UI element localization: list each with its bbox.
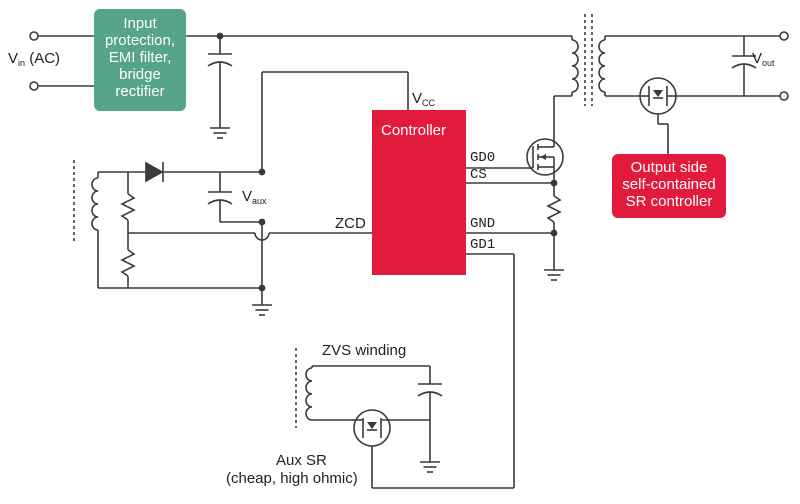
- vout-terminal-bottom: [779, 91, 789, 101]
- transformer-secondary-winding: [598, 35, 744, 97]
- aux-sr-label-line-1: Aux SR: [276, 452, 327, 469]
- aux-sr-label-line-2: (cheap, high ohmic): [226, 470, 358, 487]
- ground-symbol-zvs: [420, 461, 440, 473]
- diode-symbol: [145, 161, 262, 183]
- ground-symbol-input: [210, 127, 230, 139]
- junction-divider: [258, 284, 266, 292]
- divider-resistors-symbol: [98, 172, 262, 289]
- controller-block: Controller: [372, 110, 466, 275]
- zcd-label: ZCD: [335, 215, 366, 232]
- zcd-wire: [128, 232, 372, 241]
- zvs-capacitor-symbol: [417, 366, 443, 462]
- input-block-line-5: rectifier: [115, 83, 165, 100]
- controller-title: Controller: [381, 122, 447, 139]
- pin-gnd: GND: [470, 216, 496, 232]
- junction-cs: [550, 179, 558, 187]
- output-sr-mosfet-symbol: [639, 77, 677, 154]
- junction-gnd: [550, 229, 558, 237]
- transformer-primary-winding: [553, 36, 579, 138]
- output-sr-controller-block: Output side self-contained SR controller: [612, 154, 726, 218]
- pin-gd1: GD1: [470, 237, 496, 253]
- input-block-line-4: bridge: [119, 66, 161, 83]
- vcc-label: VCC: [412, 90, 436, 108]
- junction-aux-ground: [258, 218, 266, 226]
- input-block-line-1: Input: [123, 15, 157, 32]
- aux-winding-symbol: [91, 172, 99, 288]
- vin-terminal-bottom: [29, 81, 39, 91]
- sense-resistor-symbol: [546, 178, 562, 270]
- output-sr-line-2: self-contained: [622, 176, 716, 193]
- vaux-label: Vaux: [242, 188, 267, 206]
- vaux-capacitor-symbol: [207, 172, 262, 223]
- junction-vcc: [258, 168, 266, 176]
- zvs-winding-label: ZVS winding: [322, 342, 407, 359]
- junction-bulk-cap: [216, 32, 224, 40]
- vout-label: Vout: [752, 50, 775, 68]
- output-sr-line-1: Output side: [630, 159, 708, 176]
- transformer-core: [584, 14, 593, 106]
- aux-sr-mosfet-symbol: [352, 409, 430, 447]
- ground-symbol-controller: [544, 269, 564, 281]
- pin-cs: CS: [470, 167, 487, 183]
- input-block-line-3: EMI filter,: [108, 49, 172, 66]
- output-sr-line-3: SR controller: [625, 193, 713, 210]
- vin-terminal-top: [29, 31, 39, 41]
- output-capacitor-symbol: [731, 36, 757, 96]
- vin-label: Vin (AC): [8, 50, 61, 68]
- pin-gd0: GD0: [470, 150, 496, 166]
- zvs-winding-symbol: [305, 365, 430, 421]
- ground-symbol-aux: [252, 304, 272, 316]
- main-mosfet-symbol: [526, 138, 564, 178]
- input-block-line-2: protection,: [104, 32, 176, 49]
- input-capacitor-symbol: [207, 36, 233, 128]
- vout-terminal-top: [779, 31, 789, 41]
- input-protection-block: Input protection, EMI filter, bridge rec…: [94, 9, 186, 111]
